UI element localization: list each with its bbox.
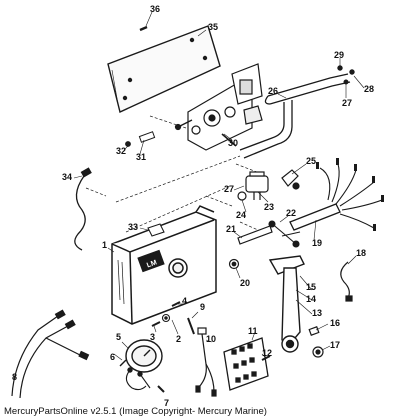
callout-9: 9 <box>200 302 205 312</box>
connector-22 <box>268 220 301 248</box>
callout-22: 22 <box>286 208 296 218</box>
lever-25 <box>281 169 300 190</box>
callout-34: 34 <box>62 172 72 182</box>
knob-24 <box>237 191 247 201</box>
callout-20: 20 <box>240 278 250 288</box>
wire-lead-10 <box>195 327 217 397</box>
lanyard-34 <box>74 167 92 251</box>
assembly-guide-lines <box>85 115 263 233</box>
image-caption: MercuryPartsOnline v2.5.1 (Image Copyrig… <box>4 406 267 417</box>
callout-7: 7 <box>164 398 169 408</box>
callout-27a: 27 <box>224 184 234 194</box>
mounting-plate <box>107 25 221 113</box>
callout-18: 18 <box>356 248 366 258</box>
washer-32 <box>125 141 131 147</box>
callout-29: 29 <box>334 50 344 60</box>
callout-26: 26 <box>268 86 278 96</box>
callout-8: 8 <box>12 372 17 382</box>
screw-7 <box>157 385 165 393</box>
pin-21 <box>237 225 273 245</box>
callout-14: 14 <box>306 294 316 304</box>
bushing-17 <box>312 346 324 358</box>
gauge-5 <box>119 339 163 377</box>
terminal-block-11 <box>223 337 269 391</box>
callout-11: 11 <box>248 326 258 336</box>
screw-36 <box>139 25 148 32</box>
clip-33 <box>147 223 165 237</box>
callout-25: 25 <box>306 156 316 166</box>
callout-28: 28 <box>364 84 374 94</box>
callout-31: 31 <box>136 152 146 162</box>
callout-12: 12 <box>262 348 272 358</box>
wire-leads-8 <box>11 309 90 399</box>
callout-17: 17 <box>330 340 340 350</box>
callout-33: 33 <box>128 222 138 232</box>
control-housing <box>111 205 217 325</box>
callout-5: 5 <box>116 332 121 342</box>
callout-numbers: 1 2 3 4 5 6 7 8 9 10 11 12 13 14 15 16 1… <box>12 4 374 408</box>
link-29-28 <box>337 65 355 85</box>
bracket-31 <box>138 131 156 143</box>
callout-13: 13 <box>312 308 322 318</box>
wire-18 <box>340 261 353 302</box>
callout-23: 23 <box>264 202 274 212</box>
callout-leader-lines <box>73 11 365 361</box>
callout-36: 36 <box>150 4 160 14</box>
wiring-harness <box>319 163 383 229</box>
callout-10: 10 <box>206 334 216 344</box>
callout-21: 21 <box>226 224 236 234</box>
bolt-9 <box>187 317 195 335</box>
callout-19: 19 <box>312 238 322 248</box>
callout-2: 2 <box>176 334 181 344</box>
nut-16 <box>308 326 320 336</box>
callout-6: 6 <box>110 352 115 362</box>
callout-35: 35 <box>208 22 218 32</box>
handle-arm-14-15 <box>268 255 305 353</box>
nut-20 <box>228 258 240 270</box>
callout-3: 3 <box>150 332 155 342</box>
gauge-leads-6 <box>125 369 151 391</box>
sleeve-19 <box>289 203 341 231</box>
callout-4: 4 <box>182 296 187 306</box>
callout-1: 1 <box>102 240 107 250</box>
housing-brand-mark: LM <box>146 259 158 269</box>
callout-15: 15 <box>306 282 316 292</box>
callout-27b: 27 <box>342 98 352 108</box>
callout-30: 30 <box>228 138 238 148</box>
switch-23 <box>245 171 269 200</box>
harness-terminals <box>316 158 384 231</box>
hardware-2-3-4 <box>151 301 181 327</box>
callout-24: 24 <box>236 210 246 220</box>
shift-mechanism-assembly <box>174 63 263 151</box>
callout-16: 16 <box>330 318 340 328</box>
callout-32: 32 <box>116 146 126 156</box>
